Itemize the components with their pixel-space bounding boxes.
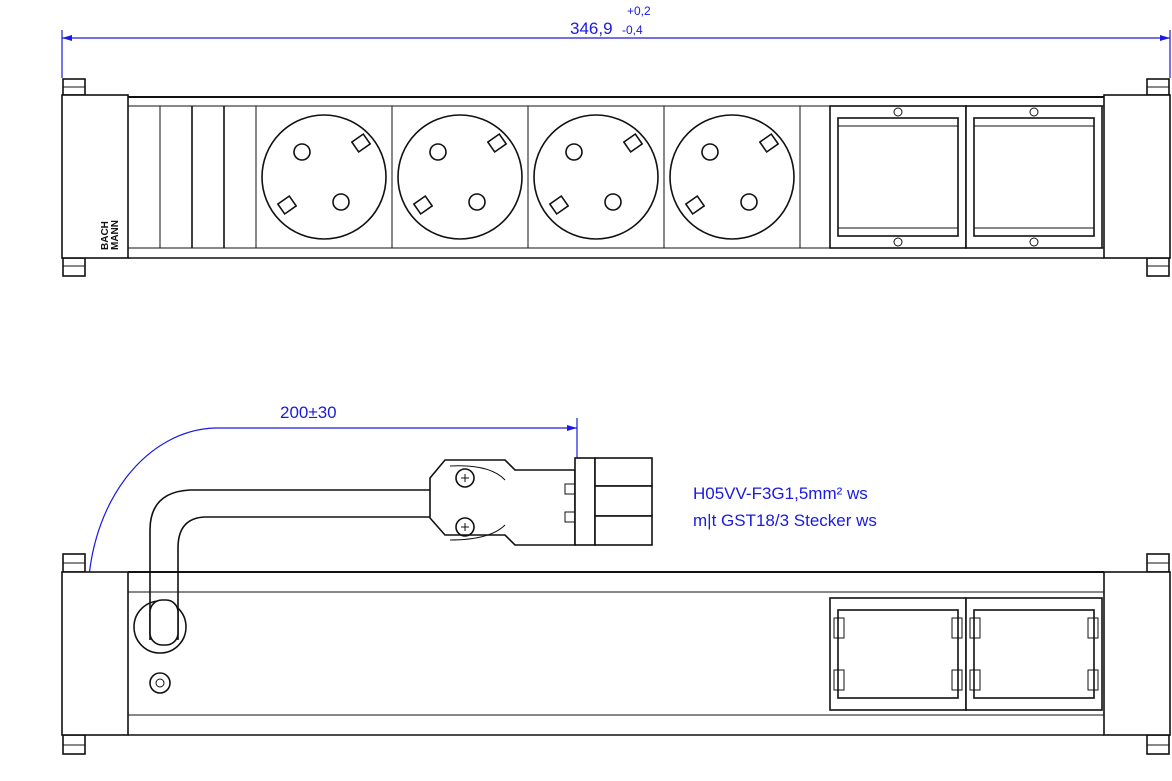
end-cap-left [61,94,129,259]
data-module [829,597,967,711]
screw-hole [149,672,171,694]
cable-dimension: 200±30 [78,403,578,633]
schuko-socket [255,105,393,249]
svg-text:MANN: MANN [110,220,121,250]
bachmann-logo: BACH MANN [100,220,121,250]
svg-text:BACH: BACH [100,221,111,250]
data-module [965,597,1103,711]
overall-length-label: 346,9 [570,19,613,38]
schuko-socket [663,105,801,249]
data-module [829,105,967,249]
schuko-socket [391,105,529,249]
cable-note-line1: H05VV-F3G1,5mm² ws [693,484,868,503]
blank-slots [159,106,257,248]
cable-length-label: 200±30 [280,403,337,422]
tolerance-upper: +0,2 [627,4,651,18]
end-cap-right [1103,94,1171,259]
top-view: BACH MANN [61,78,1171,277]
overall-dimension: 346,9 +0,2 -0,4 [61,4,1171,78]
cable-note-line2: m|t GST18/3 Stecker ws [693,511,877,530]
cable [149,489,430,640]
tolerance-lower: -0,4 [622,23,643,37]
data-module [965,105,1103,249]
bottom-view [61,553,1171,755]
schuko-socket [527,105,665,249]
gst18-connector [429,457,653,546]
